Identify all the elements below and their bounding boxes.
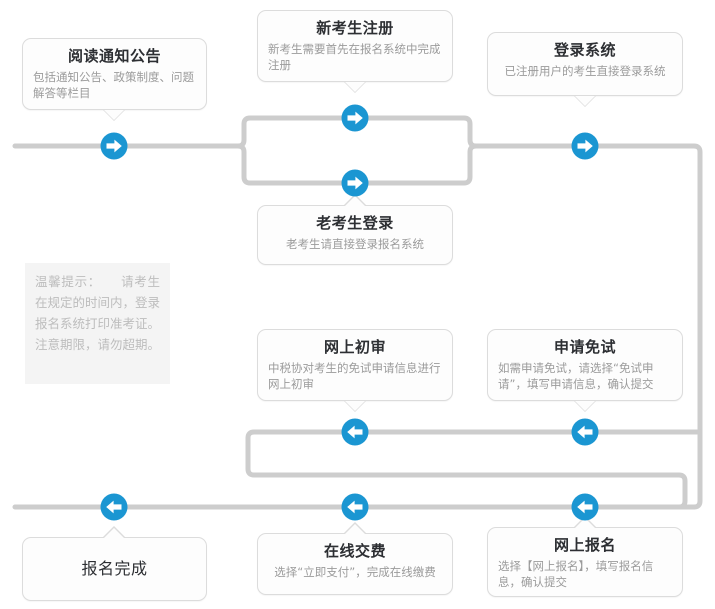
arrow-online-payment-icon[interactable] — [341, 493, 369, 521]
node-title: 申请免试 — [553, 338, 616, 356]
node-desc: 如需申请免试，请选择“免试申请”，填写申请信息，确认提交 — [498, 361, 654, 391]
node-title: 新考生注册 — [316, 19, 394, 37]
node-online-first-review[interactable]: 网上初审 中税协对考生的免试申请信息进行网上初审 — [257, 329, 453, 401]
node-old-candidate-login[interactable]: 老考生登录 老考生请直接登录报名系统 — [257, 205, 453, 265]
node-desc: 包括通知公告、政策制度、问题解答等栏目 — [33, 70, 194, 100]
node-desc: 中税协对考生的免试申请信息进行网上初审 — [268, 361, 441, 391]
node-new-candidate-register[interactable]: 新考生注册 新考生需要首先在报名系统中完成注册 — [257, 10, 453, 82]
arrow-online-registration-icon[interactable] — [571, 493, 599, 521]
arrow-read-notice-icon[interactable] — [100, 132, 128, 160]
node-desc: 已注册用户的考生直接登录系统 — [504, 64, 666, 78]
node-desc: 老考生请直接登录报名系统 — [286, 237, 424, 251]
node-title: 网上报名 — [553, 536, 616, 554]
tail-registration-complete — [103, 526, 125, 538]
node-desc: 新考生需要首先在报名系统中完成注册 — [268, 42, 441, 72]
node-title: 阅读通知公告 — [67, 47, 161, 65]
wire-right-spine — [473, 143, 703, 510]
node-apply-exemption[interactable]: 申请免试 如需申请免试，请选择“免试申请”，填写申请信息，确认提交 — [487, 329, 683, 401]
node-online-payment[interactable]: 在线交费 选择“立即支付”，完成在线缴费 — [257, 533, 453, 595]
node-desc: 选择【网上报名】，填写报名信息，确认提交 — [498, 559, 654, 589]
arrow-new-candidate-register-icon[interactable] — [341, 104, 369, 132]
node-registration-complete[interactable]: 报名完成 — [22, 537, 207, 601]
tail-apply-exemption — [574, 400, 596, 412]
tail-online-payment — [344, 522, 366, 534]
tail-login-system — [574, 95, 596, 107]
tail-read-notice — [103, 109, 125, 121]
node-read-notice[interactable]: 阅读通知公告 包括通知公告、政策制度、问题解答等栏目 — [22, 38, 207, 110]
node-title: 老考生登录 — [316, 214, 394, 232]
arrow-apply-exemption-icon[interactable] — [571, 418, 599, 446]
wire-lower-loop — [245, 429, 703, 510]
tail-new-candidate-register — [344, 81, 366, 93]
node-online-registration[interactable]: 网上报名 选择【网上报名】，填写报名信息，确认提交 — [487, 527, 683, 597]
tail-online-registration — [574, 516, 596, 528]
tail-old-candidate-login — [344, 194, 366, 206]
node-title: 登录系统 — [553, 41, 616, 59]
arrow-registration-complete-icon[interactable] — [100, 493, 128, 521]
tip-note: 温馨提示： 请考生在规定的时间内，登录报名系统打印准考证。注意期限，请勿超期。 — [25, 263, 170, 384]
tail-online-first-review — [344, 400, 366, 412]
node-desc: 选择“立即支付”，完成在线缴费 — [274, 565, 436, 579]
node-title: 网上初审 — [323, 338, 386, 356]
node-title: 报名完成 — [81, 558, 148, 578]
arrow-old-candidate-login-icon[interactable] — [341, 169, 369, 197]
arrow-online-first-review-icon[interactable] — [341, 418, 369, 446]
node-login-system[interactable]: 登录系统 已注册用户的考生直接登录系统 — [487, 32, 683, 96]
arrow-login-system-icon[interactable] — [571, 132, 599, 160]
node-title: 在线交费 — [323, 542, 386, 560]
